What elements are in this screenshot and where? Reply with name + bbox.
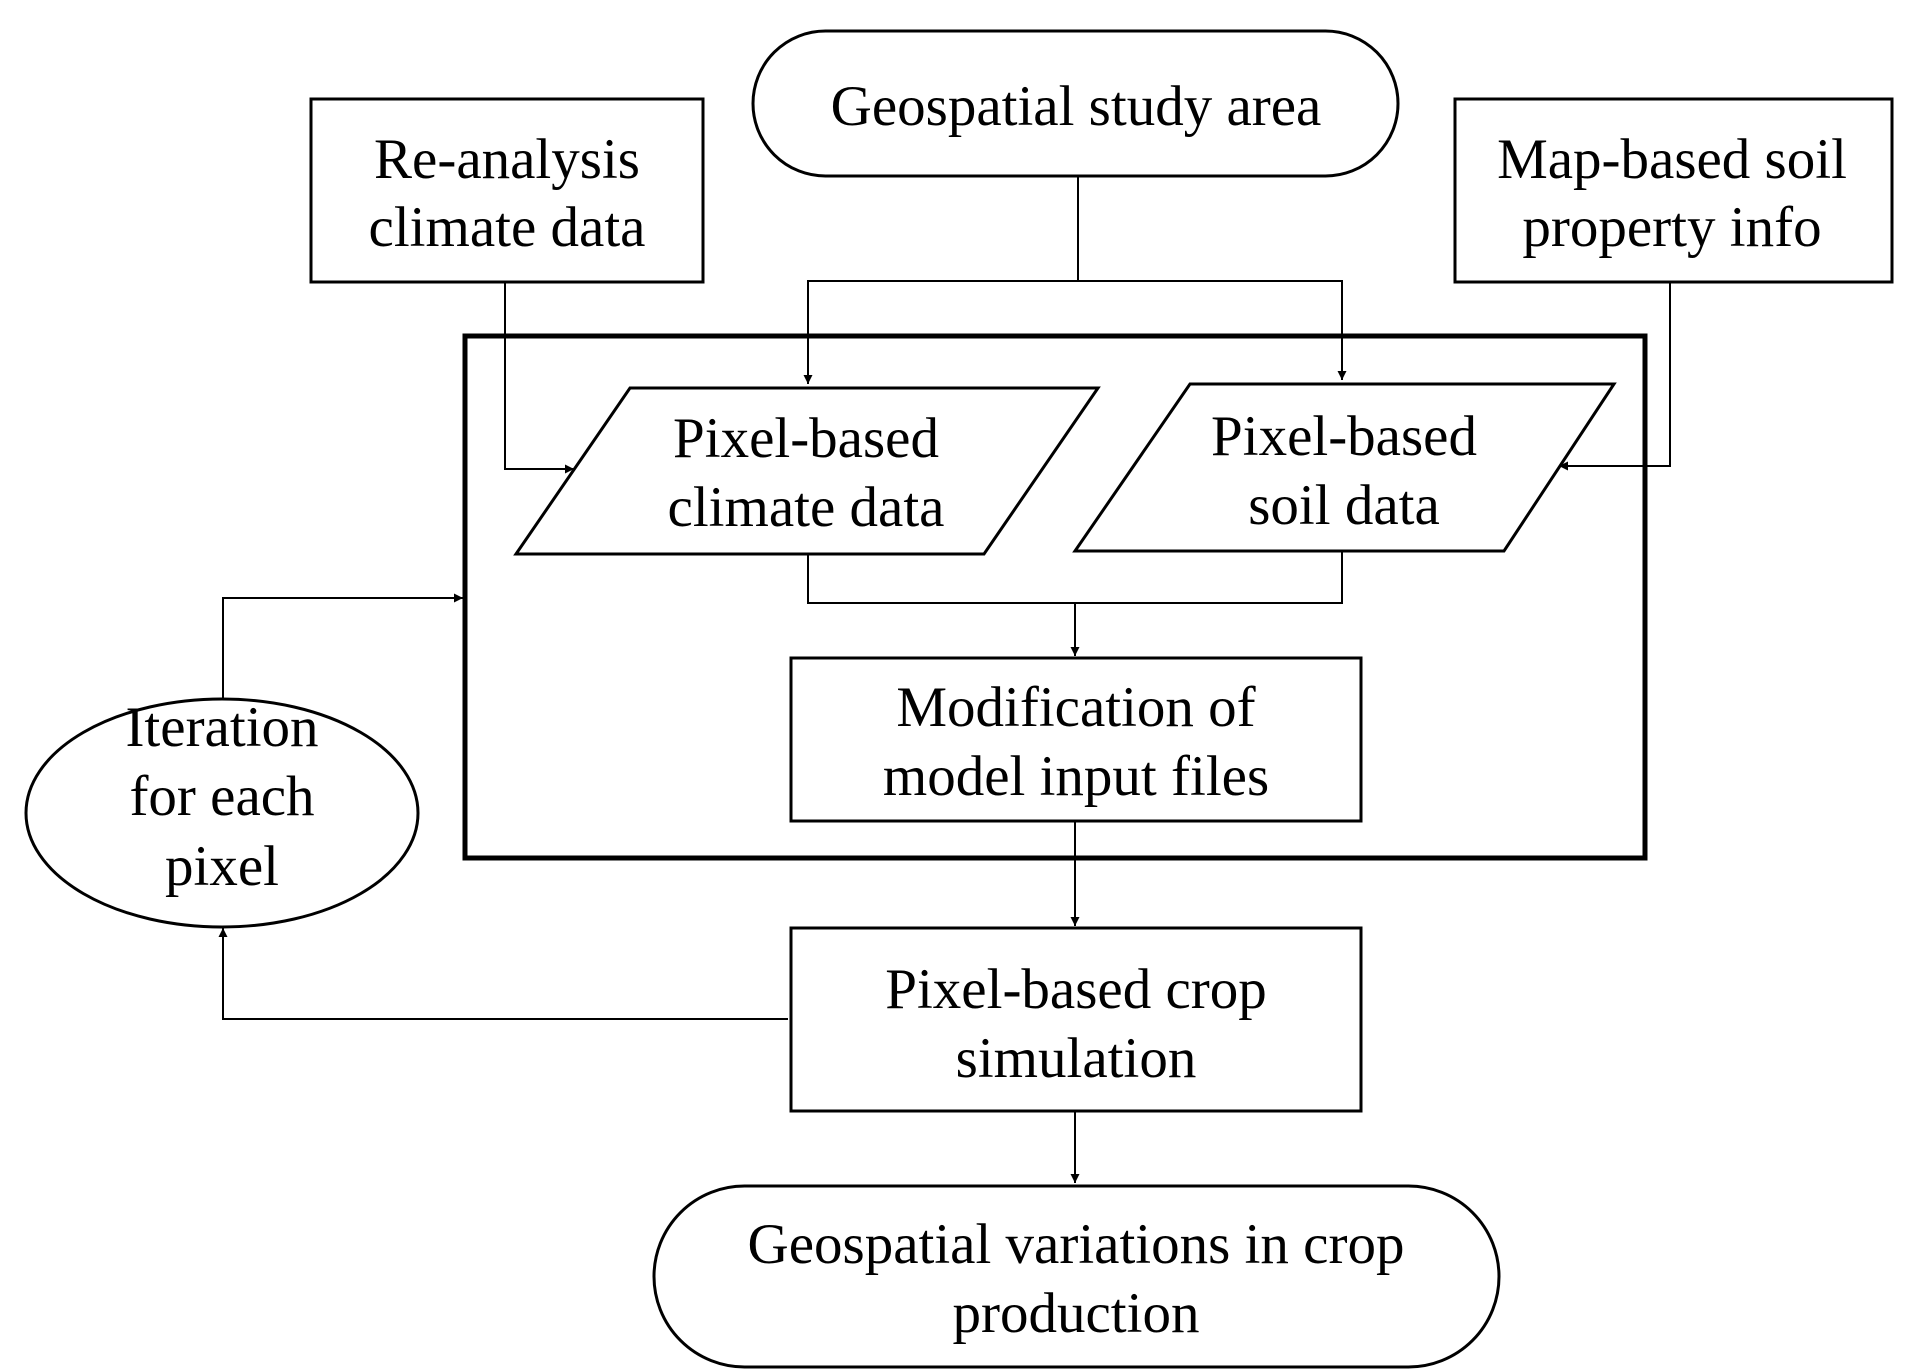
edge-soil-info-to-pixel-soil bbox=[1559, 282, 1671, 471]
node-label-line: Pixel-based bbox=[673, 407, 939, 470]
edge-crop-sim-to-iteration bbox=[218, 928, 788, 1020]
node-label-line: production bbox=[953, 1282, 1200, 1345]
node-label-line: pixel bbox=[165, 835, 279, 898]
connectors bbox=[218, 176, 1671, 1183]
edge-pixel-climate-to-modification bbox=[807, 554, 1075, 604]
node-label-line: Pixel-based crop bbox=[885, 958, 1266, 1021]
node-label-line: climate data bbox=[668, 476, 945, 539]
node-label-line: property info bbox=[1522, 196, 1821, 259]
node-label-line: Geospatial variations in crop bbox=[748, 1213, 1405, 1276]
node-modification-of-model-input-files: Modification of model input files bbox=[789, 656, 1363, 823]
node-pixel-based-soil-data: Pixel-based soil data bbox=[1072, 382, 1617, 553]
node-label-line: model input files bbox=[883, 745, 1269, 808]
node-label-line: climate data bbox=[369, 196, 646, 259]
process-box bbox=[309, 97, 705, 284]
node-label-line: Modification of bbox=[896, 676, 1255, 739]
data-parallelogram bbox=[1072, 382, 1617, 553]
terminator-shape bbox=[751, 29, 1400, 178]
edge-reanalysis-to-pixel-climate bbox=[504, 282, 574, 474]
process-box bbox=[1453, 97, 1894, 284]
node-label-line: Map-based soil bbox=[1497, 128, 1847, 191]
node-label-line: Iteration bbox=[125, 696, 318, 759]
edge-study-area-to-pixel-climate bbox=[803, 176, 1079, 384]
node-label-line: Pixel-based bbox=[1211, 405, 1477, 468]
node-geospatial-variations-in-crop-production: Geospatial variations in crop production bbox=[652, 1184, 1501, 1369]
node-geospatial-study-area: Geospatial study area bbox=[751, 29, 1400, 178]
node-label-line: soil data bbox=[1248, 474, 1440, 537]
node-map-based-soil-property-info: Map-based soil property info bbox=[1453, 97, 1894, 284]
node-reanalysis-climate-data: Re-analysis climate data bbox=[309, 97, 705, 284]
node-label-line: simulation bbox=[956, 1027, 1197, 1090]
node-iteration-for-each-pixel: Iteration for each pixel bbox=[24, 696, 420, 929]
process-box bbox=[789, 926, 1363, 1113]
node-pixel-based-climate-data: Pixel-based climate data bbox=[513, 386, 1101, 556]
edge-iteration-to-frame bbox=[222, 593, 463, 698]
data-parallelogram bbox=[513, 386, 1101, 556]
process-box bbox=[789, 656, 1363, 823]
edge-pixel-soil-to-modification bbox=[1070, 551, 1343, 656]
node-label-line: for each bbox=[129, 765, 314, 828]
node-pixel-based-crop-simulation: Pixel-based crop simulation bbox=[789, 926, 1363, 1113]
ellipse-shape bbox=[24, 697, 420, 929]
edge-study-area-to-pixel-soil bbox=[1078, 280, 1347, 380]
pixel-processing-frame bbox=[462, 333, 1648, 861]
node-label-line: Re-analysis bbox=[374, 128, 640, 191]
terminator-shape bbox=[652, 1184, 1501, 1369]
node-label-line: Geospatial study area bbox=[831, 75, 1322, 138]
